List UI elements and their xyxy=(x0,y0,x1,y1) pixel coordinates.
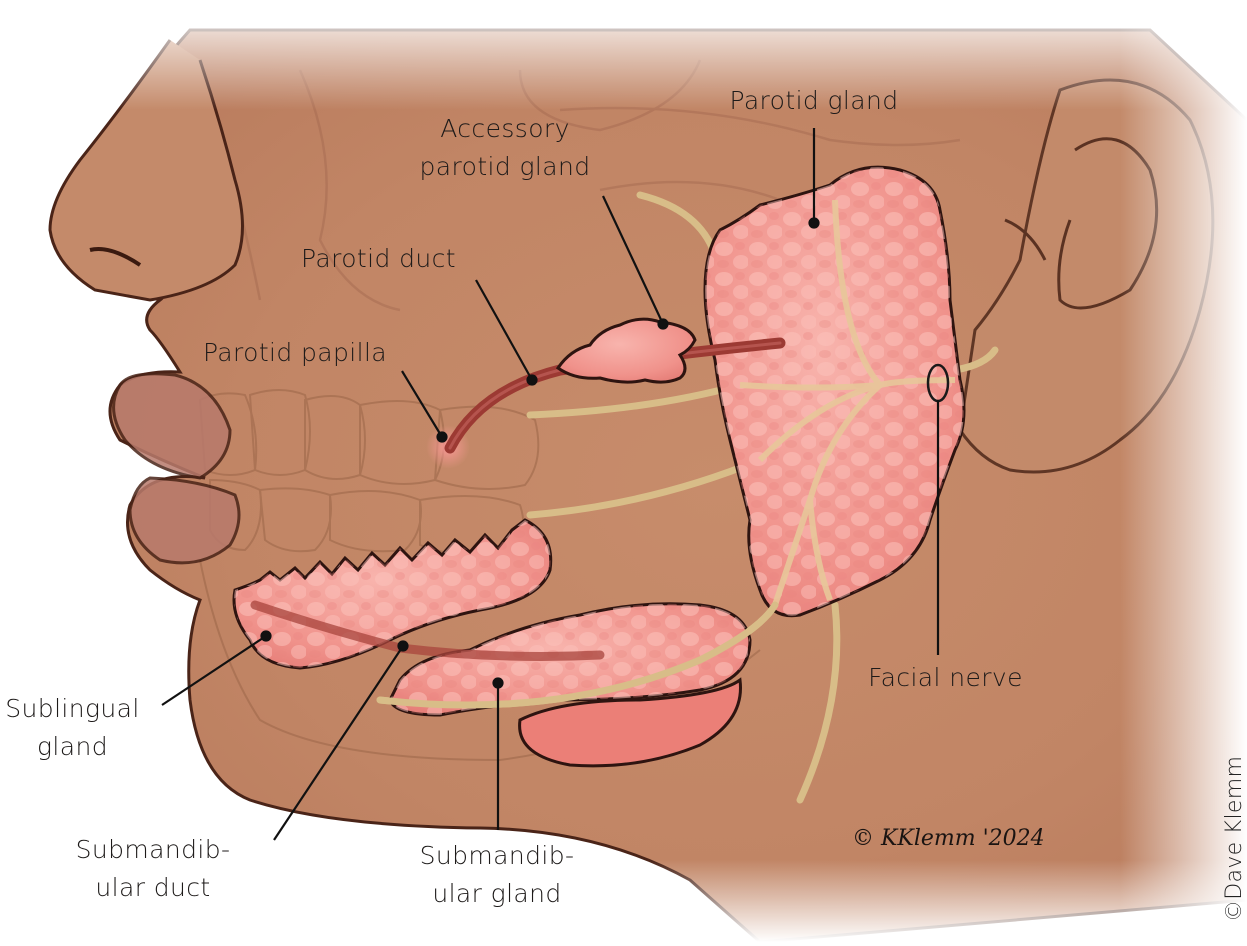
copyright-credit: ©Dave Klemm xyxy=(1222,755,1247,922)
upper-lip xyxy=(112,372,232,480)
label-parotid-papilla: Parotid papilla xyxy=(202,338,388,367)
lower-lip xyxy=(128,476,241,565)
artist-signature: © KKlemm '2024 xyxy=(852,826,1045,851)
accessory-parotid-gland xyxy=(555,317,697,384)
label-parotid-duct: Parotid duct xyxy=(301,244,456,273)
label-parotid-gland: Parotid gland xyxy=(729,86,899,115)
leader-lines xyxy=(161,128,940,841)
label-facial-nerve: Facial nerve xyxy=(868,663,1023,692)
label-accessory-parotid-gland: Accessory parotid gland xyxy=(419,114,591,181)
label-submandibular-duct: Submandib- ular duct xyxy=(75,835,231,902)
label-sublingual-gland: Sublingual gland xyxy=(5,694,140,761)
label-submandibular-gland: Submandib- ular gland xyxy=(419,841,575,908)
